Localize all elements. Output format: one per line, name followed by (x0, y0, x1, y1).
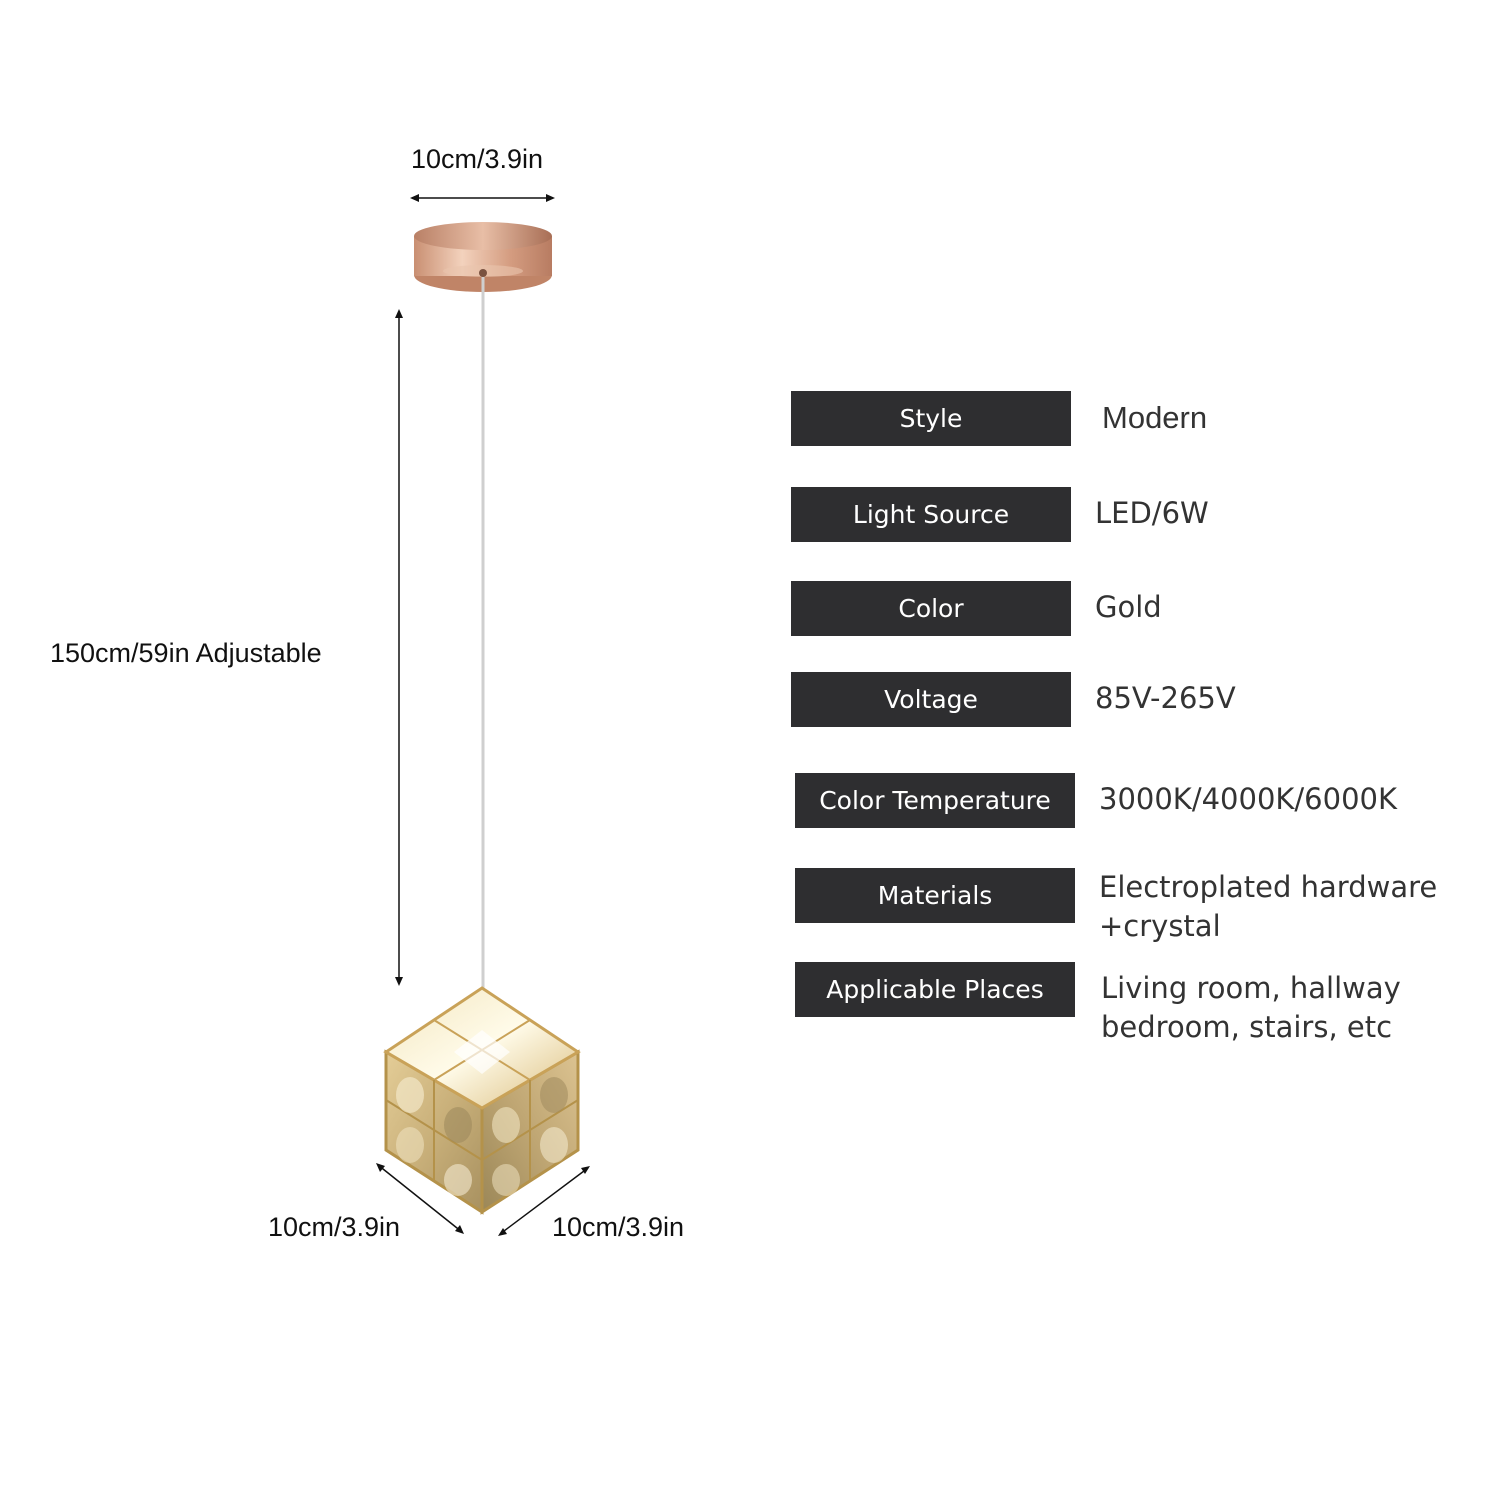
spec-label-voltage: Voltage (791, 672, 1071, 727)
spec-value-materials: Electroplated hardware +crystal (1099, 868, 1437, 946)
bottom-left-width-label: 10cm/3.9in (268, 1212, 401, 1242)
spec-value-applicable-places-line1: Living room, hallway (1101, 971, 1401, 1005)
spec-value-materials-line2: +crystal (1099, 909, 1221, 943)
bottom-left-arrow (376, 1163, 464, 1234)
spec-label-color: Color (791, 581, 1071, 636)
spec-label-color-temperature: Color Temperature (795, 773, 1075, 828)
spec-label-applicable-places: Applicable Places (795, 962, 1075, 1017)
top-width-arrow (410, 194, 555, 202)
spec-value-applicable-places: Living room, hallway bedroom, stairs, et… (1101, 969, 1401, 1047)
spec-value-style: Modern (1102, 400, 1208, 435)
crystal-cube (383, 986, 581, 1215)
spec-value-color: Gold (1095, 590, 1162, 624)
ceiling-canopy (414, 222, 552, 292)
bottom-right-width-label: 10cm/3.9in (552, 1212, 685, 1242)
spec-value-materials-line1: Electroplated hardware (1099, 870, 1438, 904)
spec-value-color-temperature: 3000K/4000K/6000K (1099, 782, 1398, 816)
spec-label-materials: Materials (795, 868, 1075, 923)
height-label: 150cm/59in Adjustable (50, 638, 322, 668)
spec-value-light-source: LED/6W (1095, 496, 1209, 530)
bottom-right-arrow (498, 1166, 590, 1236)
spec-value-voltage: 85V-265V (1095, 681, 1236, 715)
spec-label-light-source: Light Source (791, 487, 1071, 542)
spec-value-applicable-places-line2: bedroom, stairs, etc (1101, 1010, 1393, 1044)
top-width-label: 10cm/3.9in (411, 144, 544, 174)
spec-label-style: Style (791, 391, 1071, 446)
height-arrow (395, 309, 403, 986)
